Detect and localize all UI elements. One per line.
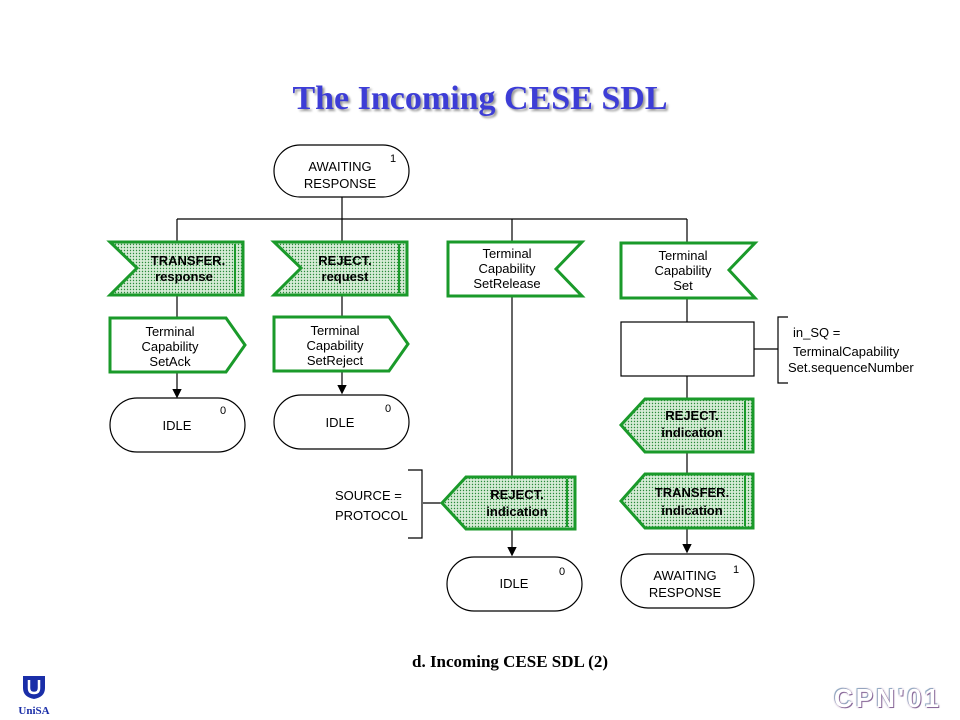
- svg-text:Capability: Capability: [478, 261, 536, 276]
- svg-text:TRANSFER.: TRANSFER.: [655, 485, 729, 500]
- svg-text:REJECT.: REJECT.: [318, 253, 371, 268]
- state-idle-2: IDLE 0: [273, 394, 410, 450]
- state-idle-3: IDLE 0: [446, 556, 583, 612]
- output-reject-indication-col3: REJECT. indication: [439, 475, 577, 531]
- svg-text:IDLE: IDLE: [326, 415, 355, 430]
- svg-text:IDLE: IDLE: [500, 576, 529, 591]
- svg-text:response: response: [155, 269, 213, 284]
- comment-in-sq: in_SQ = TerminalCapability Set.sequenceN…: [788, 325, 914, 375]
- svg-text:AWAITING: AWAITING: [308, 159, 371, 174]
- svg-text:1: 1: [733, 564, 739, 576]
- svg-text:in_SQ =: in_SQ =: [793, 325, 840, 340]
- svg-text:PROTOCOL: PROTOCOL: [335, 508, 408, 523]
- svg-text:Set.sequenceNumber: Set.sequenceNumber: [788, 360, 914, 375]
- input-terminal-capability-set: Terminal Capability Set: [619, 241, 759, 300]
- svg-text:IDLE: IDLE: [163, 418, 192, 433]
- output-terminal-capability-setack: Terminal Capability SetAck: [108, 316, 247, 374]
- svg-text:SOURCE =: SOURCE =: [335, 488, 402, 503]
- svg-text:TerminalCapability: TerminalCapability: [793, 344, 900, 359]
- conference-mark: CPN'01: [834, 683, 942, 713]
- svg-text:Terminal: Terminal: [310, 323, 359, 338]
- state-idle-1: IDLE 0: [109, 397, 246, 453]
- svg-text:AWAITING: AWAITING: [653, 568, 716, 583]
- unisa-logo: UniSA: [16, 674, 52, 717]
- svg-text:REJECT.: REJECT.: [490, 487, 543, 502]
- svg-text:indication: indication: [661, 503, 722, 518]
- svg-text:Capability: Capability: [141, 339, 199, 354]
- connector-lines: [172, 197, 788, 557]
- logo-label: UniSA: [18, 705, 50, 717]
- svg-text:Terminal: Terminal: [145, 324, 194, 339]
- svg-text:SetAck: SetAck: [149, 354, 191, 369]
- svg-text:RESPONSE: RESPONSE: [304, 176, 377, 191]
- svg-text:TRANSFER.: TRANSFER.: [151, 253, 225, 268]
- unisa-shield-icon: [23, 676, 45, 699]
- output-transfer-indication: TRANSFER. indication: [618, 472, 755, 530]
- input-transfer-response: TRANSFER. response: [106, 240, 245, 297]
- svg-text:SetRelease: SetRelease: [473, 276, 540, 291]
- state-awaiting-response-bottom: AWAITING RESPONSE 1: [620, 553, 755, 609]
- task-box: [620, 321, 755, 377]
- svg-text:0: 0: [220, 405, 226, 417]
- svg-text:Terminal: Terminal: [658, 248, 707, 263]
- output-terminal-capability-setreject: Terminal Capability SetReject: [272, 315, 410, 373]
- page-title: The Incoming CESE SDL: [292, 80, 668, 117]
- comment-source-protocol: SOURCE = PROTOCOL: [335, 488, 408, 523]
- svg-text:1: 1: [390, 153, 396, 165]
- top-state-awaiting-response: AWAITING RESPONSE 1: [273, 144, 410, 198]
- svg-text:request: request: [322, 269, 370, 284]
- input-terminal-capability-setrelease: Terminal Capability SetRelease: [446, 240, 586, 298]
- svg-text:indication: indication: [661, 425, 722, 440]
- output-reject-indication-col4: REJECT. indication: [618, 397, 755, 454]
- input-reject-request: REJECT. request: [270, 240, 409, 297]
- svg-text:indication: indication: [486, 504, 547, 519]
- svg-text:Set: Set: [673, 278, 693, 293]
- svg-text:0: 0: [559, 566, 565, 578]
- svg-text:SetReject: SetReject: [307, 353, 364, 368]
- svg-text:Capability: Capability: [306, 338, 364, 353]
- svg-text:Terminal: Terminal: [482, 246, 531, 261]
- svg-text:0: 0: [385, 403, 391, 415]
- svg-text:REJECT.: REJECT.: [665, 408, 718, 423]
- svg-text:RESPONSE: RESPONSE: [649, 585, 722, 600]
- svg-text:Capability: Capability: [654, 263, 712, 278]
- figure-caption: d. Incoming CESE SDL (2): [411, 652, 609, 671]
